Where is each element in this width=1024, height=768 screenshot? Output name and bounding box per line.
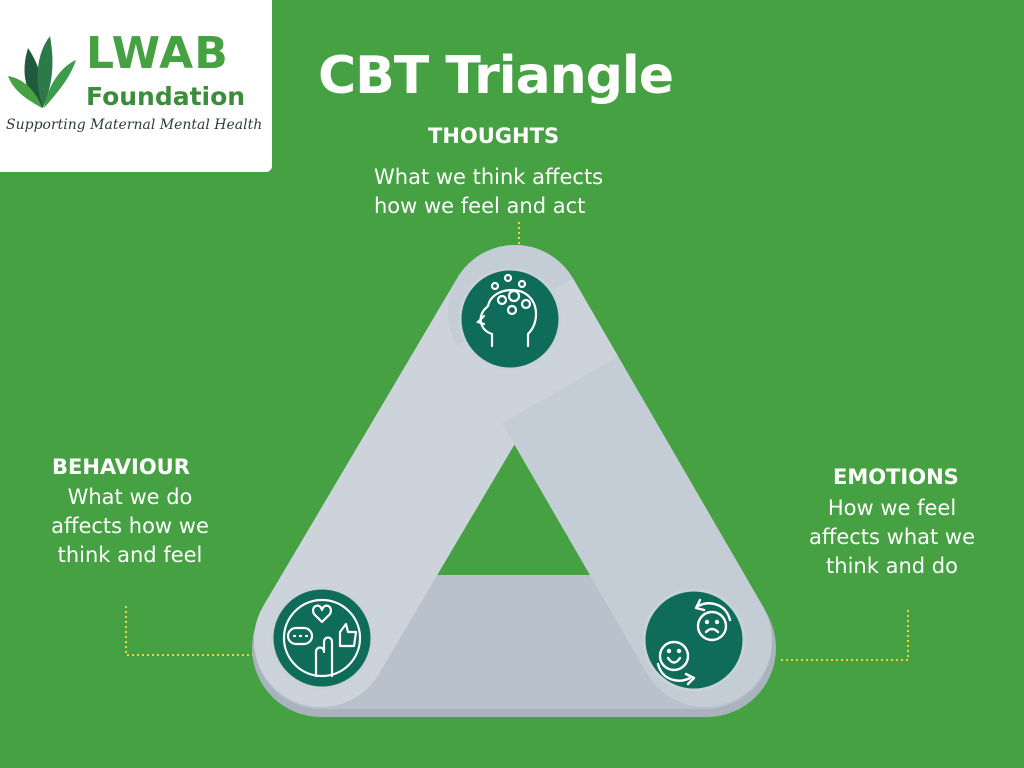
behaviour-heading: BEHAVIOUR bbox=[52, 455, 190, 479]
emotions-node bbox=[642, 588, 746, 692]
thoughts-heading: THOUGHTS bbox=[428, 124, 560, 148]
sad-happy-faces-cycle-icon bbox=[656, 598, 732, 686]
thoughts-node bbox=[458, 267, 562, 371]
emotions-heading: EMOTIONS bbox=[833, 465, 959, 489]
leaf-logo-icon bbox=[8, 36, 76, 108]
logo-subtitle: Foundation bbox=[86, 82, 246, 111]
logo-name: LWAB bbox=[86, 28, 229, 79]
thoughts-description: What we think affects how we feel and ac… bbox=[374, 165, 604, 218]
triangle-center bbox=[446, 455, 584, 574]
emotions-description: How we feel affects what we think and do bbox=[808, 496, 975, 578]
head-swirls-icon bbox=[475, 273, 538, 348]
connector-lines bbox=[125, 222, 909, 661]
hand-thumbs-up-heart-icon bbox=[282, 598, 362, 678]
logo-tagline: Supporting Maternal Mental Health bbox=[6, 117, 263, 133]
behaviour-node bbox=[270, 586, 374, 690]
logo-card: LWAB Foundation Supporting Maternal Ment… bbox=[0, 0, 272, 172]
page-title: CBT Triangle bbox=[318, 46, 674, 106]
behaviour-description: What we do affects how we think and feel bbox=[51, 485, 209, 567]
